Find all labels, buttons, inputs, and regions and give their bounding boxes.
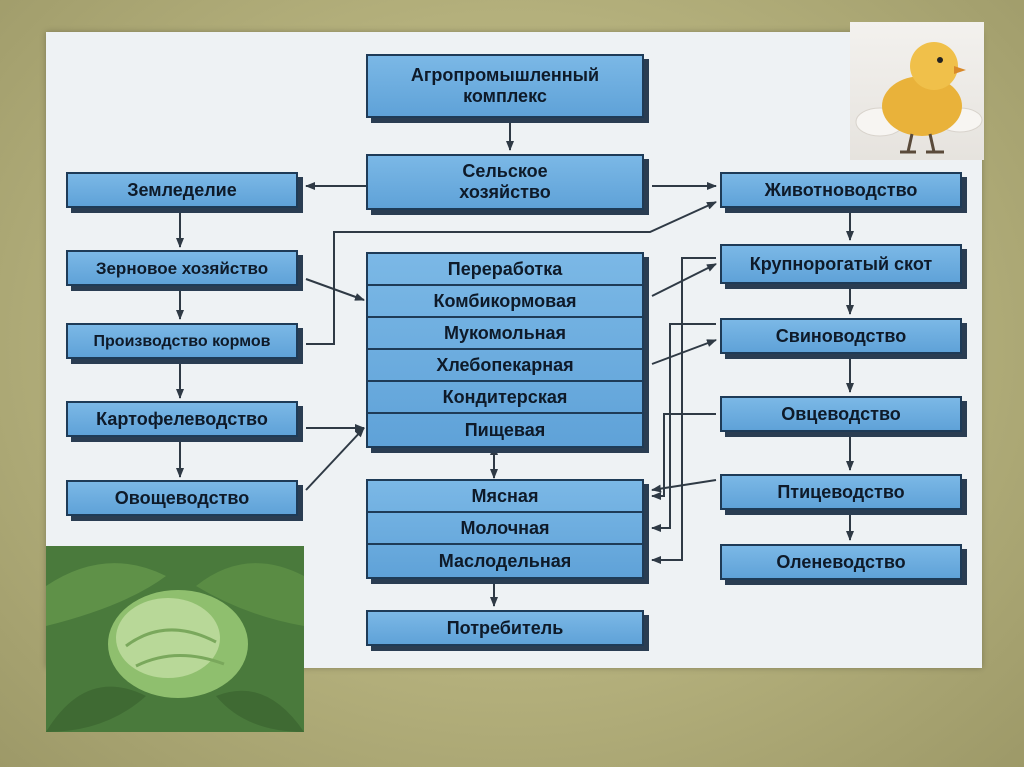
box-livestock: Животноводство: [720, 172, 962, 208]
box-sheep-farming: Овцеводство: [720, 396, 962, 432]
box-grain-farming: Зерновое хозяйство: [66, 250, 298, 286]
processing-row: Переработка: [368, 254, 642, 286]
box-consumer: Потребитель: [366, 610, 644, 646]
processing-row: Кондитерская: [368, 382, 642, 414]
processing-row: Комбикормовая: [368, 286, 642, 318]
box-cattle: Крупнорогатый скот: [720, 244, 962, 284]
box-reindeer: Оленеводство: [720, 544, 962, 580]
processing-block: Переработка Комбикормовая Мукомольная Хл…: [366, 252, 644, 448]
box-agriculture: Сельское хозяйство: [366, 154, 644, 210]
box-poultry: Птицеводство: [720, 474, 962, 510]
meat-row: Мясная: [368, 481, 642, 513]
box-vegetable-growing: Овощеводство: [66, 480, 298, 516]
box-agro-complex: Агропромышленный комплекс: [366, 54, 644, 118]
box-feed-production: Производство кормов: [66, 323, 298, 359]
meat-block: Мясная Молочная Маслодельная: [366, 479, 644, 579]
meat-row: Молочная: [368, 513, 642, 545]
box-potato-growing: Картофелеводство: [66, 401, 298, 437]
chick-image: [850, 22, 984, 160]
box-pig-farming: Свиноводство: [720, 318, 962, 354]
cabbage-image: [46, 546, 304, 732]
processing-row: Мукомольная: [368, 318, 642, 350]
processing-row: Пищевая: [464, 419, 546, 440]
meat-row: Маслодельная: [438, 550, 572, 571]
box-crop-farming: Земледелие: [66, 172, 298, 208]
processing-row: Хлебопекарная: [368, 350, 642, 382]
